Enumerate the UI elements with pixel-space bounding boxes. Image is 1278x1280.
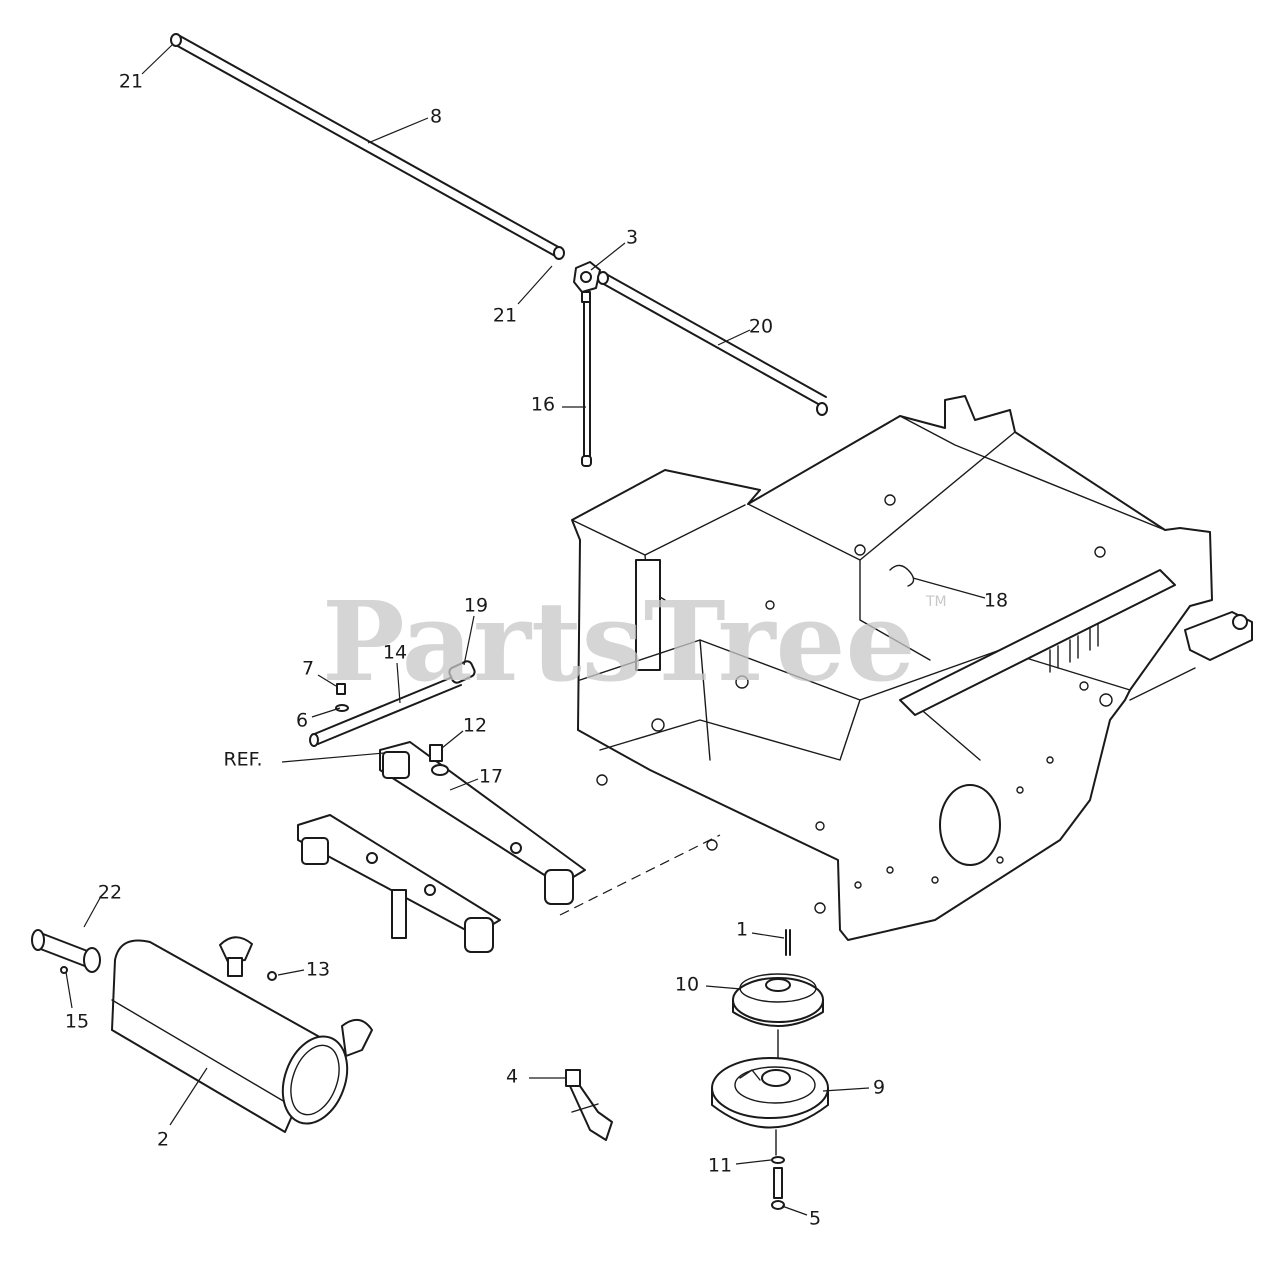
callout-21: 21: [119, 44, 173, 93]
leader-line: [441, 730, 464, 749]
callout-label: 15: [65, 1011, 89, 1033]
callout-label: 8: [430, 106, 442, 128]
callout-6: 6: [296, 707, 341, 732]
leader-line: [311, 707, 341, 718]
leader-line: [705, 985, 742, 990]
lever-4: [565, 1069, 613, 1141]
link-16: [581, 301, 592, 467]
bolt-7: [336, 683, 346, 695]
callout-1: 1: [736, 919, 785, 941]
callout-label: 5: [809, 1208, 821, 1230]
clamp-13: [267, 971, 277, 981]
callout-20: 20: [717, 316, 773, 346]
washer-11: [771, 1156, 785, 1164]
callout-label: REF.: [223, 749, 262, 771]
bolt-5: [771, 1167, 785, 1210]
pin-1: [785, 929, 791, 956]
bushing-19: [448, 660, 476, 684]
leader-line: [65, 971, 73, 1009]
callout-label: 20: [749, 316, 773, 338]
callout-layer: 21 8 3 21 20 16 18 19 14 7 6 12 17 REF. 22 1 13 10 15 4 9 2 11…: [65, 44, 1008, 1230]
leader-line: [517, 265, 553, 305]
callout-label: 7: [302, 658, 314, 680]
callout-15: 15: [65, 971, 89, 1033]
callout-label: 16: [531, 394, 555, 416]
leader-line: [463, 615, 475, 666]
leader-line: [396, 662, 401, 704]
nut-17: [431, 764, 449, 776]
rod-14: [309, 675, 462, 747]
callout-label: 21: [493, 305, 517, 327]
pulley-10: [732, 973, 824, 1059]
callout-4: 4: [506, 1066, 566, 1088]
callout-22: 22: [83, 882, 122, 928]
callout-label: 14: [383, 642, 407, 664]
callout-13: 13: [277, 959, 330, 981]
callout-label: 2: [157, 1129, 169, 1151]
leader-line: [912, 577, 986, 599]
clutch-9: [711, 1057, 829, 1156]
callout-label: 21: [119, 71, 143, 93]
callout-14: 14: [383, 642, 407, 704]
callout-7: 7: [302, 658, 337, 687]
leader-line: [735, 1159, 772, 1165]
tailpipe-22: [31, 929, 101, 973]
callout-label: 1: [736, 919, 748, 941]
leader-line: [590, 242, 626, 271]
callout-label: 11: [708, 1155, 732, 1177]
callout-label: 19: [464, 595, 488, 617]
callout-16: 16: [531, 394, 586, 416]
callout-label: 22: [98, 882, 122, 904]
bolt-12: [429, 744, 443, 762]
leader-line: [141, 44, 173, 75]
callout-ref: REF.: [223, 749, 385, 771]
mower-frame: [571, 395, 1253, 941]
callout-19: 19: [463, 595, 488, 666]
leader-line: [83, 897, 101, 928]
callout-12: 12: [441, 715, 487, 749]
callout-21: 21: [493, 265, 553, 327]
callout-3: 3: [590, 227, 638, 271]
leader-line: [317, 674, 337, 687]
reference-line: [559, 834, 721, 916]
leader-line: [169, 1067, 208, 1126]
watermark: PartsTree: [322, 577, 916, 706]
callout-label: 6: [296, 710, 308, 732]
callout-8: 8: [367, 106, 442, 144]
rod-8: [170, 33, 565, 260]
rod-20: [597, 271, 828, 416]
watermark-trademark: TM: [925, 594, 947, 610]
leader-line: [281, 752, 385, 763]
muffler-2: [111, 936, 373, 1133]
callout-label: 10: [675, 974, 699, 996]
callout-label: 13: [306, 959, 330, 981]
leader-line: [822, 1087, 870, 1092]
callout-18: 18: [912, 577, 1008, 612]
engine-mount-bars: [297, 741, 586, 953]
callout-label: 18: [984, 590, 1008, 612]
screw-15: [60, 966, 68, 974]
leader-line: [449, 778, 479, 791]
washer-6: [335, 704, 349, 712]
leader-line: [781, 1205, 808, 1216]
callout-label: 12: [463, 715, 487, 737]
callout-label: 17: [479, 766, 503, 788]
leader-line: [277, 969, 305, 976]
pivot-bracket-3: [573, 261, 601, 303]
callout-2: 2: [157, 1067, 208, 1151]
callout-label: 4: [506, 1066, 518, 1088]
callout-label: 9: [873, 1077, 885, 1099]
callout-5: 5: [781, 1205, 821, 1230]
callout-label: 3: [626, 227, 638, 249]
callout-10: 10: [675, 974, 742, 996]
callout-11: 11: [708, 1155, 772, 1177]
leader-line: [367, 117, 429, 144]
leader-line: [717, 329, 751, 346]
leader-line: [751, 932, 785, 939]
callout-9: 9: [822, 1077, 885, 1099]
callout-17: 17: [449, 766, 503, 791]
